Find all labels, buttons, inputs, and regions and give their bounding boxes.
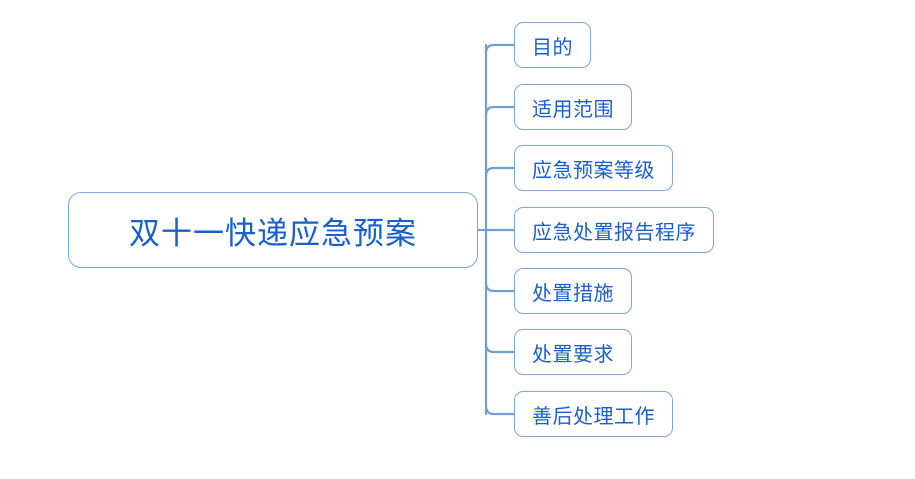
connector-branch-6 bbox=[484, 342, 516, 354]
child-node-6[interactable]: 处置要求 bbox=[514, 329, 632, 375]
connector-branch-1 bbox=[484, 43, 516, 55]
child-node-1[interactable]: 目的 bbox=[514, 22, 591, 68]
connector-branch-3 bbox=[484, 166, 516, 178]
child-node-5[interactable]: 处置措施 bbox=[514, 268, 632, 314]
root-node[interactable]: 双十一快递应急预案 bbox=[68, 192, 478, 268]
connector-branch-7 bbox=[484, 404, 516, 416]
connector-branch-2 bbox=[484, 105, 516, 117]
child-node-2[interactable]: 适用范围 bbox=[514, 84, 632, 130]
child-node-3[interactable]: 应急预案等级 bbox=[514, 145, 673, 191]
connector-branch-5 bbox=[484, 281, 516, 293]
child-node-7[interactable]: 善后处理工作 bbox=[514, 391, 673, 437]
child-node-4[interactable]: 应急处置报告程序 bbox=[514, 207, 714, 253]
